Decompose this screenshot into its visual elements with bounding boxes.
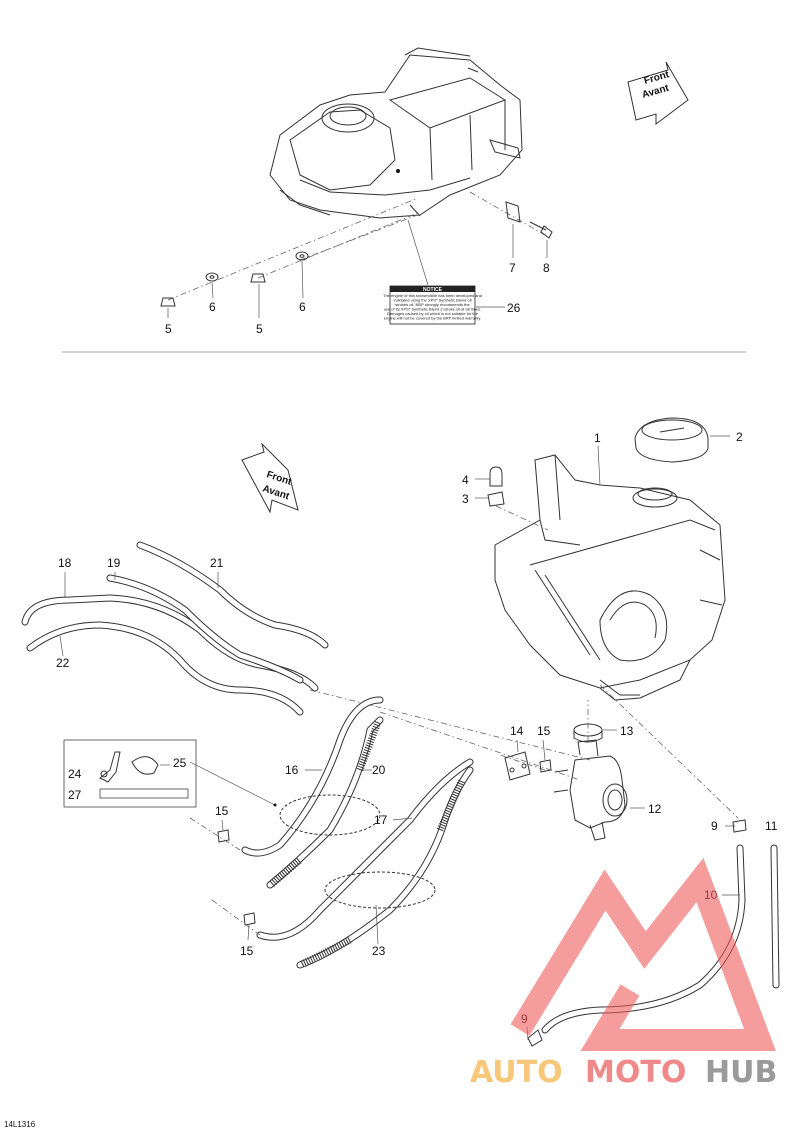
notice-heading: NOTICE <box>423 287 443 293</box>
notice-line: validated using the XPS* Synthetic Blend… <box>393 298 471 303</box>
callout-5: 5 <box>256 322 263 336</box>
callout-20: 20 <box>372 763 386 777</box>
callout-12: 12 <box>648 802 662 816</box>
callout-14: 14 <box>510 724 524 738</box>
oil-cap-drawing <box>634 417 709 463</box>
bolt-icon <box>250 273 266 283</box>
notice-line: use of its XPS* Synthetic Blend 2-stroke… <box>384 307 482 312</box>
notice-line: engine will not be covered by the BRP li… <box>384 316 481 321</box>
callout-18: 18 <box>58 556 72 570</box>
callout-23: 23 <box>372 944 386 958</box>
watermark-part2: MOTO <box>585 1055 686 1090</box>
top-hardware <box>160 191 553 307</box>
oil-tank-drawing <box>494 454 726 701</box>
callout-3: 3 <box>462 492 469 506</box>
bottom-callouts: 1 2 3 4 9 9 10 11 12 13 14 15 15 15 16 1… <box>56 430 778 1041</box>
bolt-icon <box>160 297 176 307</box>
callout-17: 17 <box>374 813 388 827</box>
clip-nut-icon <box>505 201 521 223</box>
notice-decal: NOTICE The engine of this snowmobile has… <box>383 285 505 325</box>
callout-16: 16 <box>285 763 299 777</box>
front-arrow-top: Front Avant <box>627 61 689 125</box>
hose-10-and-tube-11 <box>527 819 780 1047</box>
callout-19: 19 <box>107 556 121 570</box>
callout-2: 2 <box>736 430 743 444</box>
callout-15: 15 <box>240 944 254 958</box>
top-callouts: 5 6 5 6 7 8 26 <box>165 224 550 336</box>
console-cover-drawing <box>269 47 523 219</box>
hoses-upper-left <box>21 541 329 716</box>
triangle-logo-icon <box>510 857 776 1051</box>
callout-5: 5 <box>165 322 172 336</box>
notice-line: strokes oil. BRP strongly recommends the <box>395 302 470 307</box>
fittings <box>189 759 552 936</box>
callout-1: 1 <box>594 431 601 445</box>
hoses-lower <box>241 696 474 969</box>
notice-line: Damages caused by oil which is not suita… <box>387 311 479 316</box>
callout-15: 15 <box>537 724 551 738</box>
callout-25: 25 <box>173 756 187 770</box>
level-sensor-drawing <box>487 466 549 531</box>
callout-26: 26 <box>507 301 521 315</box>
watermark-text: AUTO MOTO HUB <box>470 1055 777 1090</box>
callout-9: 9 <box>711 819 718 833</box>
callout-11: 11 <box>765 819 778 833</box>
callout-15: 15 <box>215 804 229 818</box>
callout-22: 22 <box>56 656 70 670</box>
washer-icon <box>205 272 219 282</box>
watermark-part3: HUB <box>705 1055 777 1090</box>
callout-7: 7 <box>509 261 516 275</box>
notice-line: The engine of this snowmobile has been d… <box>383 293 482 298</box>
connection-lines <box>309 684 739 819</box>
callout-8: 8 <box>543 261 550 275</box>
washer-icon <box>295 251 309 261</box>
callout-27: 27 <box>68 788 82 802</box>
automotohub-watermark <box>510 857 776 1051</box>
drawing-code: 14L1316 <box>4 1120 36 1129</box>
pump-bracket-drawing <box>504 751 531 781</box>
callout-21: 21 <box>210 556 224 570</box>
callout-24: 24 <box>68 767 82 781</box>
callout-6: 6 <box>209 300 216 314</box>
front-arrow-bottom: Front Avant <box>241 442 299 514</box>
oil-pump-drawing <box>553 739 628 841</box>
callout-6: 6 <box>299 300 306 314</box>
callout-13: 13 <box>620 724 634 738</box>
screw-icon <box>529 221 553 239</box>
kit-box <box>63 739 277 808</box>
watermark-part1: AUTO <box>470 1055 563 1090</box>
callout-4: 4 <box>462 473 469 487</box>
